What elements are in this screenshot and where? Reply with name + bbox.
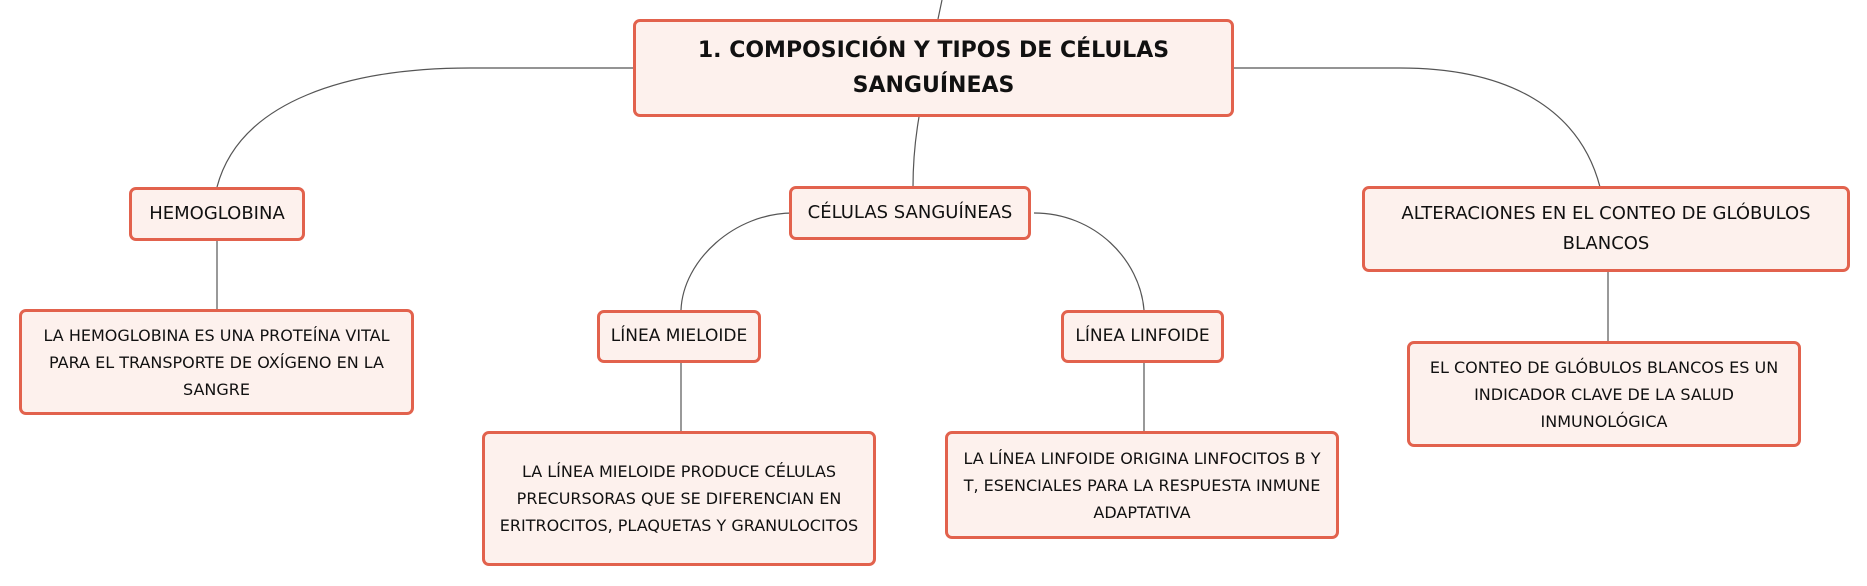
hemoglobina-detail-node[interactable]: LA HEMOGLOBINA ES UNA PROTEÍNA VITAL PAR… [19, 309, 414, 415]
linea-linfoide-detail-node[interactable]: LA LÍNEA LINFOIDE ORIGINA LINFOCITOS B Y… [945, 431, 1339, 539]
alteraciones-label: ALTERACIONES EN EL CONTEO DE GLÓBULOS BL… [1401, 203, 1811, 254]
celulas-sanguineas-label: CÉLULAS SANGUÍNEAS [807, 202, 1013, 223]
connector-root-to-celulas [912, 116, 920, 188]
connector-root-to-hemoglobina [216, 67, 633, 188]
connector-celulas-to-linfoide [1033, 212, 1145, 311]
celulas-sanguineas-node[interactable]: CÉLULAS SANGUÍNEAS [789, 186, 1031, 240]
connector-root-to-alteraciones [1234, 67, 1601, 188]
alteraciones-node[interactable]: ALTERACIONES EN EL CONTEO DE GLÓBULOS BL… [1362, 186, 1850, 272]
linea-linfoide-label: LÍNEA LINFOIDE [1075, 326, 1210, 346]
hemoglobina-node[interactable]: HEMOGLOBINA [129, 187, 305, 241]
linea-linfoide-detail-text: LA LÍNEA LINFOIDE ORIGINA LINFOCITOS B Y… [963, 448, 1321, 522]
hemoglobina-label: HEMOGLOBINA [149, 203, 285, 224]
connector-parent-to-root [937, 0, 943, 20]
linea-linfoide-node[interactable]: LÍNEA LINFOIDE [1061, 310, 1224, 363]
root-topic-label: 1. COMPOSICIÓN Y TIPOS DE CÉLULAS SANGUÍ… [697, 38, 1170, 98]
linea-mieloide-label: LÍNEA MIELOIDE [610, 326, 748, 346]
linea-mieloide-detail-node[interactable]: LA LÍNEA MIELOIDE PRODUCE CÉLULAS PRECUR… [482, 431, 876, 566]
linea-mieloide-node[interactable]: LÍNEA MIELOIDE [597, 310, 761, 363]
alteraciones-detail-node[interactable]: EL CONTEO DE GLÓBULOS BLANCOS ES UN INDI… [1407, 341, 1801, 447]
alteraciones-detail-text: EL CONTEO DE GLÓBULOS BLANCOS ES UN INDI… [1429, 357, 1779, 431]
linea-mieloide-detail-text: LA LÍNEA MIELOIDE PRODUCE CÉLULAS PRECUR… [499, 462, 859, 535]
hemoglobina-detail-text: LA HEMOGLOBINA ES UNA PROTEÍNA VITAL PAR… [43, 325, 390, 399]
root-topic-node[interactable]: 1. COMPOSICIÓN Y TIPOS DE CÉLULAS SANGUÍ… [633, 19, 1234, 117]
connector-celulas-to-mieloide [680, 212, 794, 311]
